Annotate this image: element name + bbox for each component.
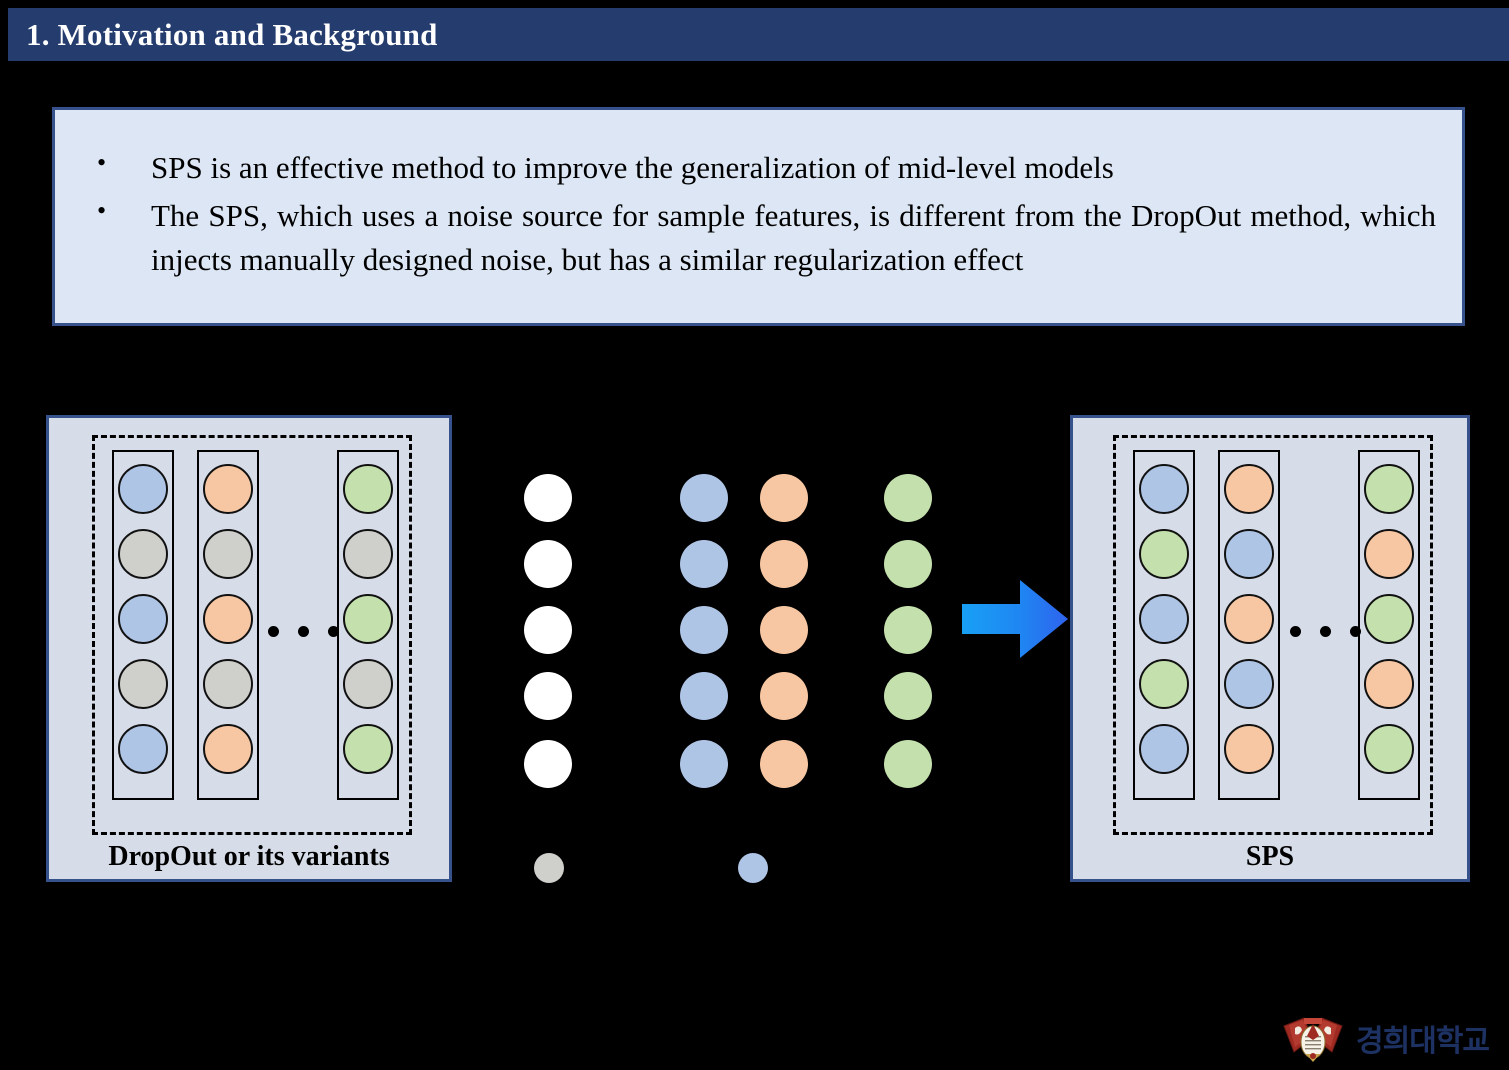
feature-node-c2-r5 [680,740,728,788]
slide-title-bar: 1. Motivation and Background [8,8,1509,61]
sps-node-c1-r3 [1139,594,1189,644]
bullet-list: SPS is an effective method to improve th… [55,110,1462,282]
sps-node-c3-r4 [1364,659,1414,709]
sps-column-3 [1358,450,1420,800]
sps-node-c2-r2 [1224,529,1274,579]
dropout-dashed-frame [92,435,412,835]
feature-node-c4-r5 [884,740,932,788]
dropout-node-c3-r1 [343,464,393,514]
sps-node-c3-r5 [1364,724,1414,774]
dropout-node-c1-r2 [118,529,168,579]
sps-node-c2-r3 [1224,594,1274,644]
dropout-node-c3-r2 [343,529,393,579]
feature-node-c3-r3 [760,606,808,654]
feature-node-c3-r5 [760,740,808,788]
university-name: 경희대학교 [1356,1024,1490,1059]
sps-node-c1-r4 [1139,659,1189,709]
feature-node-c3-r2 [760,540,808,588]
dropout-node-c2-r2 [203,529,253,579]
feature-node-c1-r4 [524,672,572,720]
dropout-panel: DropOut or its variants [46,415,452,882]
sps-node-c1-r2 [1139,529,1189,579]
sps-node-c3-r1 [1364,464,1414,514]
dropout-node-c2-r3 [203,594,253,644]
dropout-column-1 [112,450,174,800]
legend-dot-blue [738,853,768,883]
dropout-node-c1-r1 [118,464,168,514]
sps-node-c3-r3 [1364,594,1414,644]
dropout-node-c3-r4 [343,659,393,709]
feature-node-c2-r2 [680,540,728,588]
dropout-column-3 [337,450,399,800]
dropout-node-c3-r5 [343,724,393,774]
dropout-node-c2-r5 [203,724,253,774]
feature-node-c1-r5 [524,740,572,788]
bullet-text-box: SPS is an effective method to improve th… [52,107,1465,326]
right-arrow-icon [962,580,1068,658]
sps-panel: SPS [1070,415,1470,882]
dropout-node-c1-r5 [118,724,168,774]
dropout-node-c1-r4 [118,659,168,709]
sps-node-c3-r2 [1364,529,1414,579]
feature-node-c2-r3 [680,606,728,654]
university-crest-icon [1283,1017,1343,1062]
feature-node-c2-r4 [680,672,728,720]
dropout-node-c1-r3 [118,594,168,644]
sps-panel-label: SPS [1245,841,1295,872]
feature-node-c4-r3 [884,606,932,654]
dropout-node-c3-r3 [343,594,393,644]
sps-node-c2-r4 [1224,659,1274,709]
feature-node-c1-r1 [524,474,572,522]
sps-node-c1-r5 [1139,724,1189,774]
feature-node-c4-r4 [884,672,932,720]
university-logo: 경희대학교 [1282,1010,1497,1066]
sps-node-c1-r1 [1139,464,1189,514]
feature-node-c2-r1 [680,474,728,522]
feature-node-c1-r2 [524,540,572,588]
bullet-item-1: SPS is an effective method to improve th… [77,145,1436,190]
dropout-node-c2-r4 [203,659,253,709]
legend-dot-gray [534,853,564,883]
feature-node-c3-r1 [760,474,808,522]
feature-node-c4-r1 [884,474,932,522]
bullet-item-2: The SPS, which uses a noise source for s… [77,193,1436,282]
dropout-node-c2-r1 [203,464,253,514]
sps-dashed-frame [1113,435,1433,835]
dropout-panel-label: DropOut or its variants [108,841,390,872]
sps-node-c2-r5 [1224,724,1274,774]
feature-node-c4-r2 [884,540,932,588]
feature-node-c3-r4 [760,672,808,720]
feature-node-c1-r3 [524,606,572,654]
sps-column-1 [1133,450,1195,800]
sps-column-2 [1218,450,1280,800]
page-title: 1. Motivation and Background [26,16,438,52]
dropout-column-2 [197,450,259,800]
sps-node-c2-r1 [1224,464,1274,514]
